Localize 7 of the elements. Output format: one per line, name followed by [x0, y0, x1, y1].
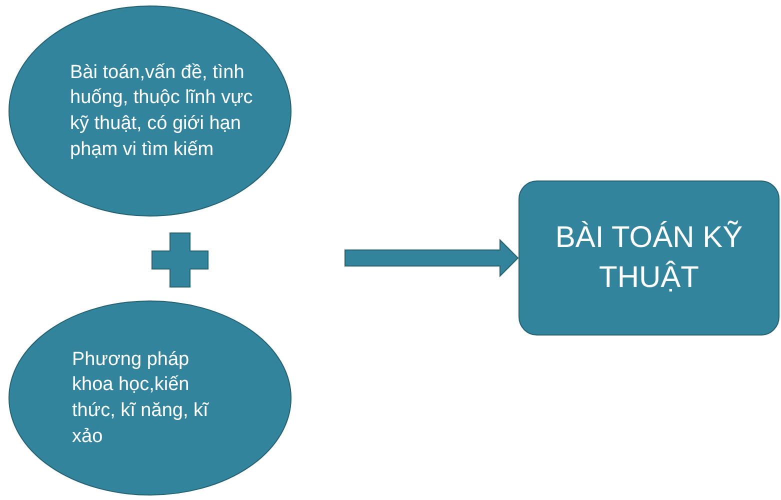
node-text: Phương pháp khoa học,kiến thức, kĩ năng, kĩ xảo [72, 348, 210, 449]
ellipse-node [8, 300, 292, 496]
block-arrow [344, 238, 519, 278]
process-box [518, 180, 780, 336]
node-text: Bài toán,vấn đề, tình huống, thuộc lĩnh vực kỹ thuật, có giới hạn phạm vi tìm kiếm [70, 60, 254, 162]
node-text: BÀI TOÁN KỸ THUẬT [554, 220, 744, 296]
ellipse-node [8, 5, 292, 217]
